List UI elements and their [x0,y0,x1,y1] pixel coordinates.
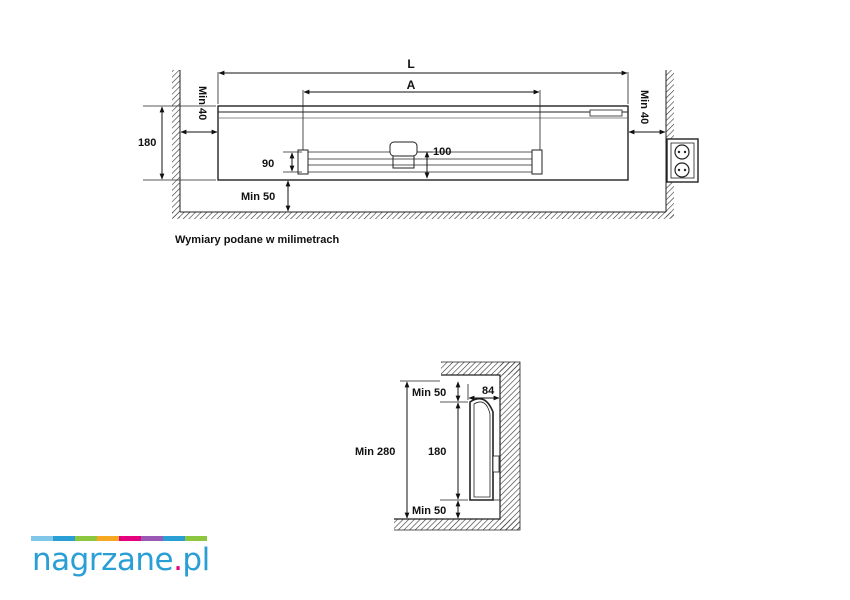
dim-L-label: L [407,57,414,71]
logo-stripe [31,536,53,541]
floor [172,212,674,219]
dim-A-label: A [407,78,416,92]
logo-stripe [141,536,163,541]
dim-min280-label: Min 280 [355,446,395,458]
front-view: L A Min 40 Min 40 180 90 100 Min 50 Wymi… [138,57,699,246]
logo-stripe [163,536,185,541]
logo-text-main: nagrzane [32,542,174,578]
dim-84-label: 84 [482,385,495,397]
dim-100-label: 100 [433,146,451,158]
heater-body [217,105,629,181]
dim-min40-left-label: Min 40 [196,86,208,120]
logo-stripe [75,536,97,541]
wall-socket-icon [666,138,699,183]
side-view: 84 Min 280 Min 50 180 Min 50 [355,361,521,531]
dim-side-180-label: 180 [428,446,446,458]
dim-180-label: 180 [138,137,156,149]
dim-min50-top-label: Min 50 [412,387,446,399]
heater-side-profile [469,397,500,501]
dim-min50-bottom-label: Min 50 [412,505,446,517]
left-wall [172,70,180,218]
dim-min50-label: Min 50 [241,191,275,203]
dimensions-caption: Wymiary podane w milimetrach [175,234,340,246]
logo-text-dot: . [173,542,183,578]
logo-text-tld: pl [182,542,210,578]
nagrzane-logo[interactable]: nagrzane.pl [31,536,221,586]
logo-stripe [185,536,207,541]
dim-90-label: 90 [262,158,274,170]
logo-text: nagrzane.pl [32,542,210,578]
side-wall [500,362,520,530]
logo-stripe [53,536,75,541]
side-floor [394,519,520,530]
dim-min40-right-label: Min 40 [638,90,650,124]
logo-stripe [97,536,119,541]
logo-stripe [119,536,141,541]
